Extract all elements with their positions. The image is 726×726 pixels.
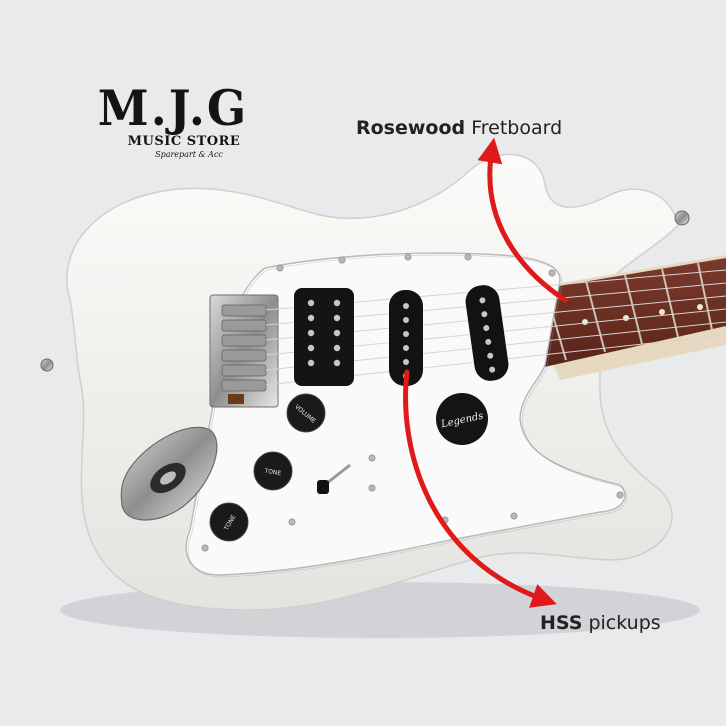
tremolo-bridge (209, 294, 279, 408)
strap-button-left (40, 358, 54, 372)
pickups-caption-bold: HSS (540, 612, 583, 634)
fretboard-caption-rest: Fretboard (471, 117, 563, 139)
logo-tagline: Sparepart & Acc (155, 150, 223, 159)
strap-button-top (674, 210, 690, 226)
pickups-caption: HSS pickups (540, 612, 661, 634)
logo-subtitle: MUSIC STORE (127, 134, 241, 149)
brand-badge: Legends (436, 393, 488, 445)
arrow-to-pickups (403, 369, 557, 608)
tone-knob-1-label: TONE (263, 467, 282, 477)
volume-knob: VOLUME (286, 393, 326, 433)
store-logo: M.J.G MUSIC STORE Sparepart & Acc (78, 79, 268, 159)
arrow-to-fretboard (477, 137, 568, 303)
humbucker-pickup (294, 288, 354, 386)
tone-knob-1: TONE (253, 451, 293, 491)
pickguard-screws (201, 253, 624, 552)
output-jack (120, 426, 218, 521)
logo-main-text: M.J.G (97, 79, 249, 137)
fretboard-caption: Rosewood Fretboard (356, 117, 562, 139)
pickup-selector-switch (317, 463, 351, 494)
neck-single-coil-pickup (465, 285, 509, 381)
tone-knob-2: TONE (209, 502, 249, 542)
fretboard-caption-bold: Rosewood (356, 117, 466, 139)
pickups-caption-rest: pickups (588, 612, 661, 634)
